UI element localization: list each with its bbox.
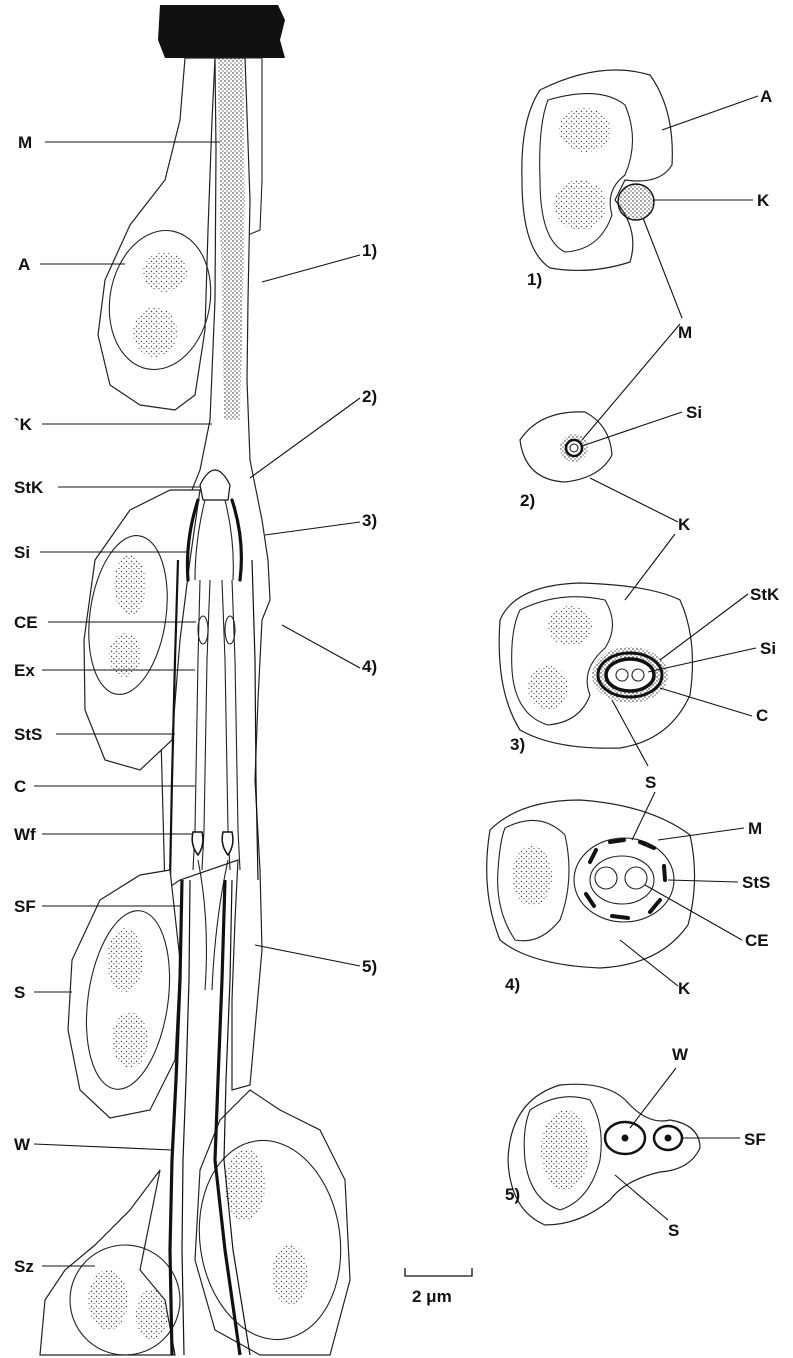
section-3-label-Si: Si (760, 639, 776, 658)
section-4-label-K: K (678, 979, 691, 998)
cell-left-upper-nucleolus-1 (114, 555, 146, 615)
section-5-SF-core (665, 1135, 672, 1142)
cross-section-3: 3) StK Si C S (499, 534, 780, 792)
scale-bar-label: 2 μm (412, 1287, 452, 1306)
cell-A-nucleolus-1 (143, 252, 187, 292)
section-2-core (570, 444, 578, 452)
cell-lower-right-nucleolus-1 (225, 1149, 265, 1221)
section-3-number: 3) (510, 735, 525, 754)
section-5-label-SF: SF (744, 1130, 766, 1149)
marker-3: 3) (362, 511, 377, 530)
section-1-label-M: M (678, 323, 692, 342)
section-2-label-Si: Si (686, 403, 702, 422)
section-4-nucleolus (512, 846, 552, 906)
label-W: W (14, 1135, 31, 1154)
label-StS: StS (14, 725, 42, 744)
axon-left-b (182, 880, 190, 1355)
cuticle (158, 5, 285, 58)
label-CE: CE (14, 613, 38, 632)
inner-sheath-2 (212, 860, 228, 990)
cell-S (68, 870, 180, 1118)
label-K: `K (14, 415, 33, 434)
label-S: S (14, 983, 25, 1002)
section-5-label-W: W (672, 1045, 689, 1064)
label-Si: Si (14, 543, 30, 562)
section-3-label-StK: StK (750, 585, 780, 604)
section-3-label-C: C (756, 706, 768, 725)
section-2-number: 2) (520, 491, 535, 510)
label-A: A (18, 255, 30, 274)
label-M: M (18, 133, 32, 152)
marker-5: 5) (362, 957, 377, 976)
section-5-label-S: S (668, 1221, 679, 1240)
section-1-label-A: A (760, 87, 772, 106)
cross-section-4: 4) M StS CE K (487, 792, 771, 998)
label-SF: SF (14, 897, 36, 916)
label-C: C (14, 777, 26, 796)
section-3-label-S: S (645, 773, 656, 792)
section-1-label-K: K (757, 191, 770, 210)
section-1-cell-A (522, 70, 673, 270)
section-4-label-StS: StS (742, 873, 770, 892)
cross-section-5: 5) W SF S (505, 1045, 766, 1240)
section-5-W-core (622, 1135, 629, 1142)
cell-lower-right-nucleolus-2 (272, 1245, 308, 1305)
marker-4: 4) (362, 657, 377, 676)
section-1-K (618, 184, 654, 220)
marker-2: 2) (362, 387, 377, 406)
section-3-Si (606, 659, 654, 691)
longitudinal-section: M A `K StK Si CE Ex StS C Wf SF S W Sz 1… (14, 5, 377, 1355)
label-Wf: Wf (14, 825, 36, 844)
cell-A-nucleolus-2 (133, 307, 177, 357)
inner-sheath (198, 860, 206, 990)
section-3-nucleolus-1 (548, 606, 592, 646)
section-3-nucleolus-2 (528, 666, 568, 710)
section-5-nucleolus (541, 1110, 589, 1190)
cell-lower-right (195, 1090, 350, 1355)
section-4-label-M: M (748, 819, 762, 838)
cell-Sz-nucleolus-2 (136, 1289, 168, 1341)
cross-section-1: 1) A K M (522, 70, 772, 342)
label-Ex: Ex (14, 661, 35, 680)
cell-Sz-nucleolus-1 (88, 1270, 128, 1330)
section-1-number: 1) (527, 270, 542, 289)
cell-S-nucleolus-1 (107, 928, 143, 992)
label-Sz: Sz (14, 1257, 34, 1276)
label-StK: StK (14, 478, 44, 497)
section-2-label-K: K (678, 515, 691, 534)
section-5-number: 5) (505, 1185, 520, 1204)
section-4-number: 4) (505, 975, 520, 994)
scale-bar: 2 μm (405, 1268, 472, 1306)
cell-S-nucleolus-2 (112, 1012, 148, 1068)
cell-A (98, 58, 215, 410)
cross-section-2: 2) Si K (520, 324, 702, 534)
section-1-nucleolus-1 (559, 108, 611, 152)
section-4-label-CE: CE (745, 931, 769, 950)
marker-1: 1) (362, 241, 377, 260)
section-1-nucleolus-2 (554, 180, 606, 230)
